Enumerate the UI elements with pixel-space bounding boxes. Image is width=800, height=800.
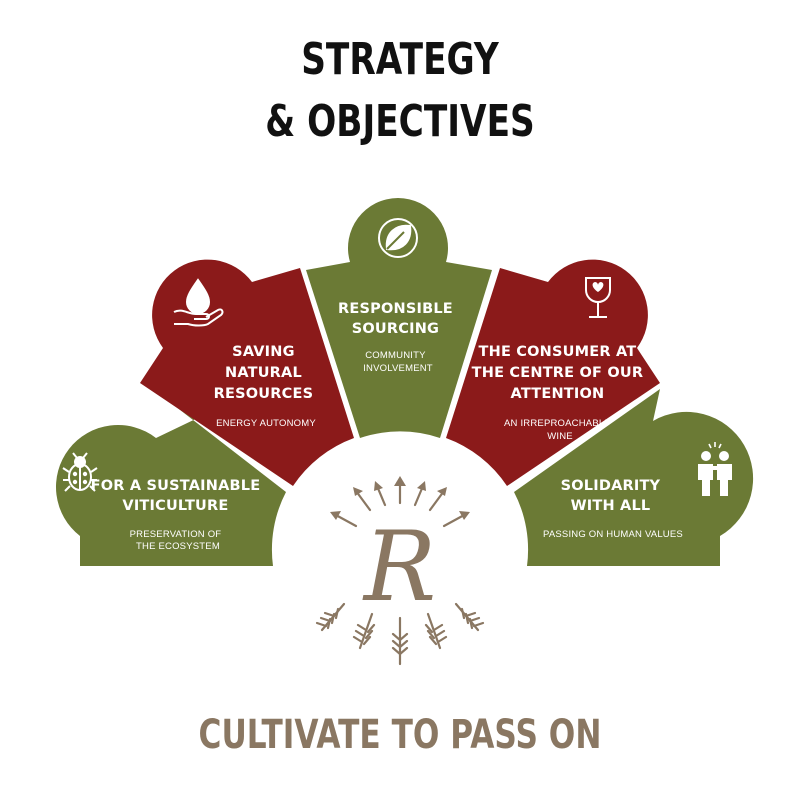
segment-consumer-centre-title: THE CONSUMER AT bbox=[479, 344, 637, 360]
segment-solidarity-shape bbox=[514, 389, 754, 566]
page-title-line-2: & OBJECTIVES bbox=[265, 96, 535, 147]
upper-arrows bbox=[330, 476, 470, 528]
svg-text:FOR A SUSTAINABLE VITI: FOR A SUSTAINABLE VITICULTURE PRESERVATI… bbox=[91, 475, 266, 552]
segment-responsible-sourcing-subtitle: COMMUNITY bbox=[365, 350, 426, 361]
logo-monogram: R bbox=[362, 511, 436, 623]
segment-consumer-centre: THE CONSUMER AT THE CENTRE OF OUR ATTENT… bbox=[446, 259, 660, 486]
ladybug-icon bbox=[62, 452, 98, 492]
segment-responsible-sourcing-title: SOURCING bbox=[352, 321, 439, 337]
segment-consumer-centre-title: ATTENTION bbox=[511, 386, 605, 402]
svg-text:RESPONSIBLE SOURCING: RESPONSIBLE SOURCING COMMUNITY INVOLVEME… bbox=[338, 298, 458, 374]
segment-consumer-centre-subtitle: AN IRREPROACHABLE bbox=[504, 418, 611, 429]
fan-segments: FOR A SUSTAINABLE VITICULTURE PRESERVATI… bbox=[55, 198, 754, 566]
segment-solidarity-title: SOLIDARITY bbox=[561, 478, 661, 494]
segment-saving-natural-resources-title: RESOURCES bbox=[214, 386, 314, 402]
segment-sustainable-viticulture-subtitle: THE ECOSYSTEM bbox=[136, 541, 220, 552]
segment-sustainable-viticulture-title: FOR A SUSTAINABLE bbox=[91, 478, 261, 494]
svg-text:SOLIDARITY WITH ALL: SOLIDARITY WITH ALL PASSING ON HUMAN VAL… bbox=[543, 475, 683, 540]
svg-text:THE CONSUMER AT THE CE: THE CONSUMER AT THE CENTRE OF OUR ATTENT… bbox=[472, 341, 649, 442]
segment-solidarity-subtitle: PASSING ON HUMAN VALUES bbox=[543, 529, 683, 540]
segment-saving-natural-resources-title: NATURAL bbox=[225, 365, 302, 381]
segment-responsible-sourcing-title: RESPONSIBLE bbox=[338, 301, 453, 317]
segment-sustainable-viticulture-subtitle: PRESERVATION OF bbox=[130, 529, 222, 540]
wine-glass-heart-icon bbox=[585, 277, 611, 318]
segment-saving-natural-resources-title: SAVING bbox=[232, 344, 295, 360]
page-title-line-1: STRATEGY bbox=[301, 34, 499, 85]
segment-saving-natural-resources-subtitle: ENERGY AUTONOMY bbox=[216, 418, 316, 429]
segment-responsible-sourcing-subtitle: INVOLVEMENT bbox=[363, 363, 433, 374]
segment-sustainable-viticulture: FOR A SUSTAINABLE VITICULTURE PRESERVATI… bbox=[55, 389, 301, 566]
segment-sustainable-viticulture-title: VITICULTURE bbox=[122, 498, 228, 514]
lower-fletchings bbox=[315, 602, 485, 666]
segment-solidarity-title: WITH ALL bbox=[571, 498, 651, 514]
segment-solidarity: SOLIDARITY WITH ALL PASSING ON HUMAN VAL… bbox=[514, 389, 754, 566]
segment-responsible-sourcing-shape bbox=[306, 198, 492, 438]
segment-saving-natural-resources-shape bbox=[140, 259, 354, 486]
segment-sustainable-viticulture-shape bbox=[55, 389, 301, 566]
segment-responsible-sourcing: RESPONSIBLE SOURCING COMMUNITY INVOLVEME… bbox=[306, 198, 492, 438]
segment-saving-natural-resources: SAVING NATURAL RESOURCES ENERGY AUTONOMY bbox=[140, 259, 354, 486]
leaf-icon bbox=[378, 218, 418, 258]
svg-text:SAVING NATURAL: SAVING NATURAL RESOURCES ENERGY AUTONOMY bbox=[214, 341, 319, 429]
water-drop-hand-icon bbox=[173, 278, 224, 327]
segment-consumer-centre-subtitle: WINE bbox=[547, 431, 573, 442]
people-icon bbox=[698, 442, 732, 496]
arrows-wheat-emblem bbox=[315, 476, 485, 666]
segment-consumer-centre-title: THE CENTRE OF OUR bbox=[472, 365, 644, 381]
footer-slogan: CULTIVATE TO PASS ON bbox=[198, 712, 602, 758]
